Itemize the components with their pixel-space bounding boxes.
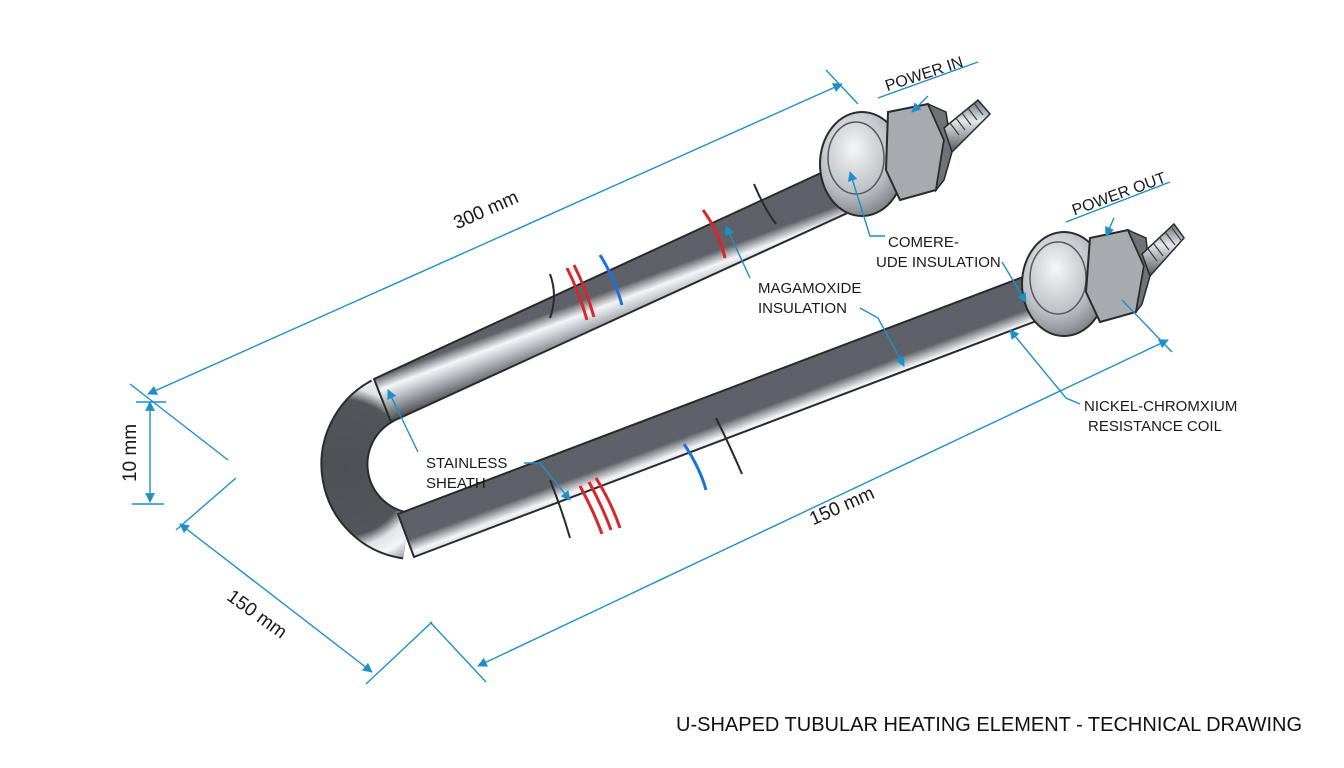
u-bend bbox=[320, 379, 411, 560]
leader-magamoxide bbox=[725, 225, 751, 279]
dim-10-label: 10 mm bbox=[120, 423, 142, 483]
dimension-lines bbox=[129, 61, 1173, 685]
leader-lines bbox=[387, 95, 1115, 501]
dim-150-long bbox=[477, 339, 1169, 667]
leader-magamoxide-2 bbox=[859, 307, 905, 367]
red-band bbox=[587, 481, 613, 531]
leader-power-out bbox=[1105, 217, 1115, 237]
nickel-label-line1: NICKEL-CHROMXIUM bbox=[1084, 398, 1238, 415]
threaded-stud bbox=[943, 98, 992, 154]
leader-nickel bbox=[1009, 329, 1081, 405]
stainless-label-line2: SHEATH bbox=[426, 475, 486, 492]
drawing-caption: U-SHAPED TUBULAR HEATING ELEMENT - TECHN… bbox=[676, 714, 1303, 736]
threaded-stud bbox=[1141, 222, 1185, 278]
comere-label-line2: UDE INSULATION bbox=[876, 254, 1001, 271]
power-in-terminal bbox=[819, 98, 992, 217]
leader-power-in bbox=[911, 95, 929, 113]
red-band bbox=[578, 485, 604, 535]
power-out-terminal bbox=[1021, 222, 1185, 337]
leader-comere-2 bbox=[1001, 261, 1027, 303]
magamoxide-label-line2: INSULATION bbox=[758, 300, 847, 317]
dim-300 bbox=[147, 83, 843, 395]
leader-comere bbox=[847, 171, 885, 237]
magamoxide-label-line1: MAGAMOXIDE bbox=[758, 280, 862, 297]
leader-stainless-2 bbox=[524, 462, 571, 501]
dim-150-bend bbox=[179, 523, 373, 673]
stainless-label-line1: STAINLESS bbox=[426, 455, 508, 472]
lower-leg bbox=[396, 264, 1070, 559]
leader-stainless bbox=[387, 389, 419, 453]
nickel-label-line2: RESISTANCE COIL bbox=[1088, 418, 1222, 435]
comere-label-line1: COMERE- bbox=[888, 234, 959, 251]
